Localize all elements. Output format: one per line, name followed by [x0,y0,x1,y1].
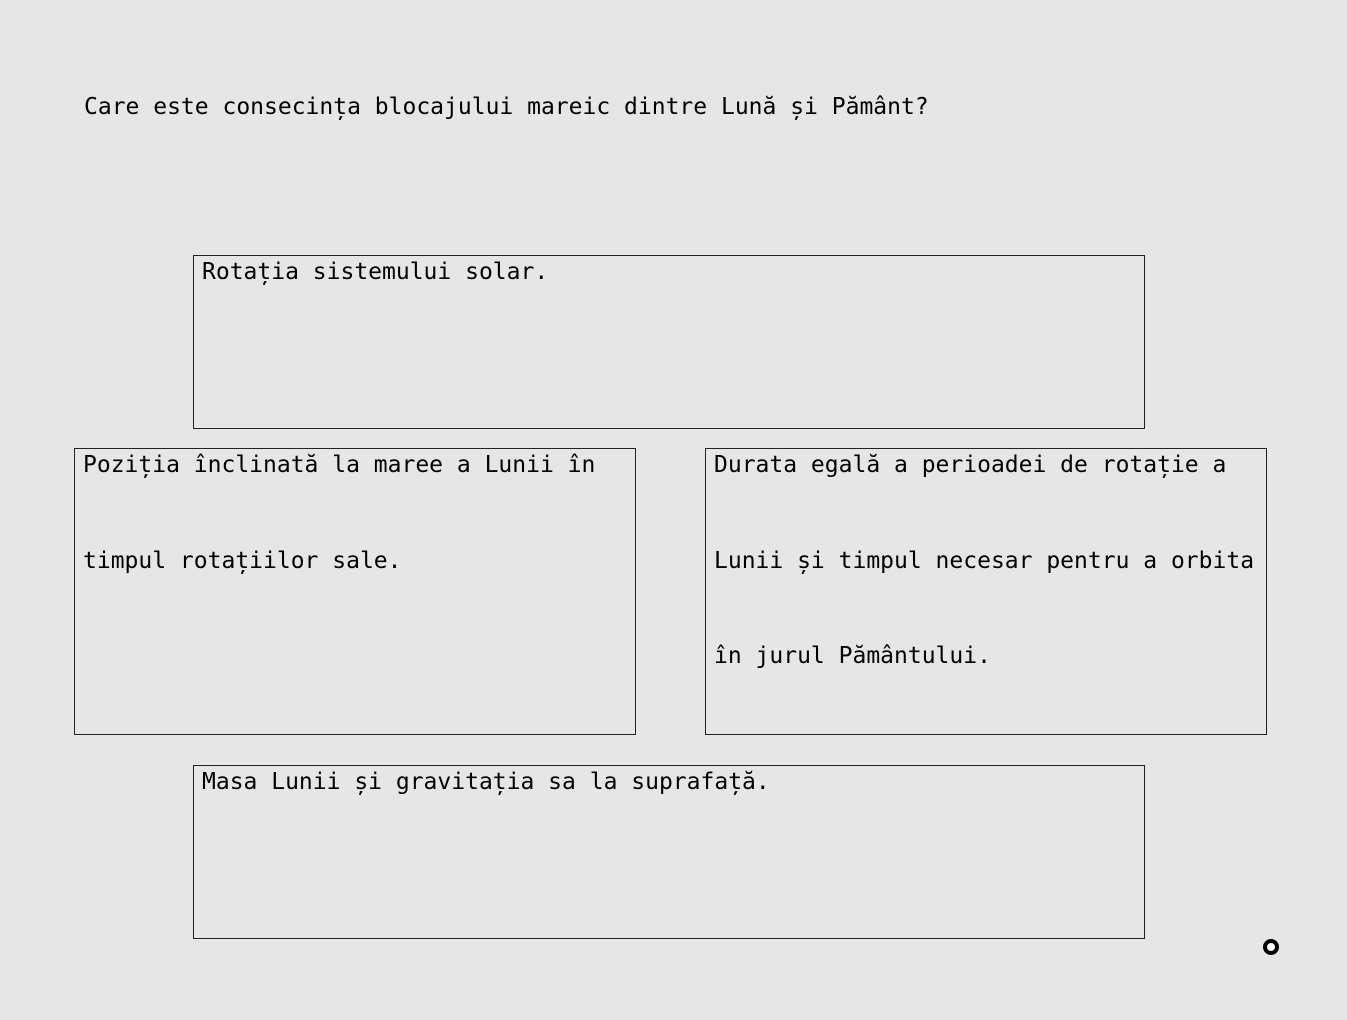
answer-option-1[interactable]: Rotația sistemului solar. [193,255,1145,429]
answer-option-2[interactable]: Poziția înclinată la maree a Lunii în ti… [74,448,636,735]
answer-option-4-label: Masa Lunii și gravitația sa la suprafață… [202,769,770,795]
answer-option-4[interactable]: Masa Lunii și gravitația sa la suprafață… [193,765,1145,939]
cursor-ring-icon [1263,939,1279,955]
answer-option-3-label: Durata egală a perioadei de rotație a Lu… [714,452,1255,669]
question-text: Care este consecința blocajului mareic d… [84,94,929,120]
answer-option-2-label: Poziția înclinată la maree a Lunii în ti… [83,452,596,574]
answer-option-3[interactable]: Durata egală a perioadei de rotație a Lu… [705,448,1267,735]
answer-option-1-label: Rotația sistemului solar. [202,259,549,285]
